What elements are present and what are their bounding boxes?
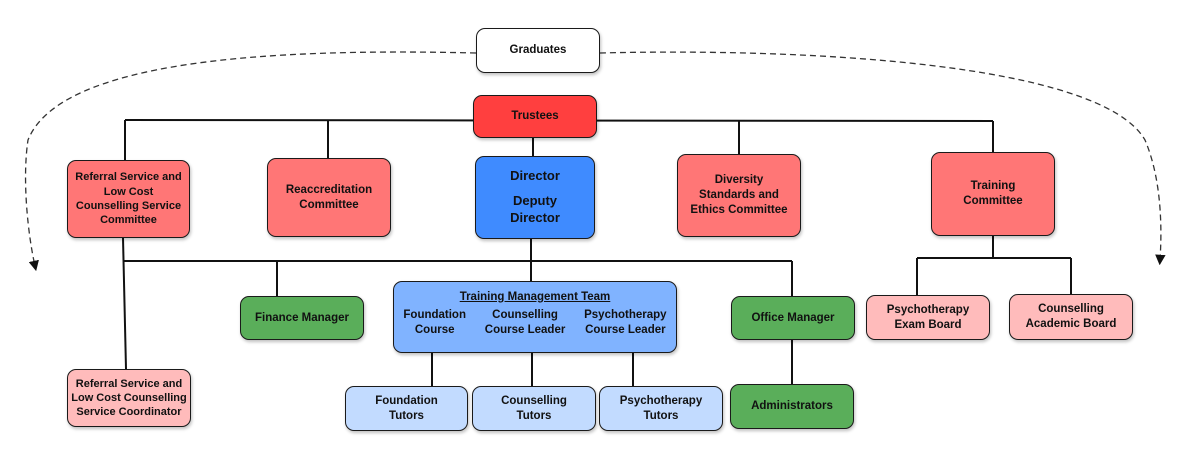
label-line: Course Leader xyxy=(484,323,566,336)
director-label: Director xyxy=(510,168,560,184)
label-line: Office Manager xyxy=(751,311,835,324)
label-line: Low Cost Counselling xyxy=(71,391,187,404)
label-line: Committee xyxy=(299,198,359,211)
finance-manager-node: Finance Manager xyxy=(240,296,364,340)
label-line: Referral Service and xyxy=(75,377,183,390)
label-line: Psychotherapy xyxy=(619,394,703,407)
graduates-node: Graduates xyxy=(476,28,600,73)
label-line: Counselling xyxy=(1038,303,1104,316)
label-line: Director xyxy=(510,209,560,225)
label-line: Counselling xyxy=(501,394,567,407)
label-line: Training xyxy=(970,180,1016,193)
label-line: Diversity xyxy=(714,174,764,187)
label-line: Tutors xyxy=(516,409,552,422)
label-line: Foundation xyxy=(403,308,466,321)
label-line: Administrators xyxy=(751,400,833,413)
dashed-arrow-left xyxy=(24,51,477,272)
label-line: Course Leader xyxy=(585,323,666,336)
label-line: Deputy xyxy=(512,193,558,209)
trustees-node: Trustees xyxy=(473,95,597,138)
label-line: Foundation xyxy=(375,394,438,407)
office-manager-node: Office Manager xyxy=(731,296,855,340)
label-line: Exam Board xyxy=(894,318,962,331)
label-line: Tutors xyxy=(389,409,424,422)
label-line: Psychotherapy xyxy=(886,303,970,316)
label-line: Academic Board xyxy=(1025,318,1117,330)
label-line: Service Coordinator xyxy=(76,406,182,419)
label-line: Ethics Committee xyxy=(690,203,788,216)
label-line: Graduates xyxy=(509,44,567,57)
tmt-title: Training Management Team xyxy=(459,291,611,303)
label-line: Committee xyxy=(963,195,1023,207)
label-line: Tutors xyxy=(643,409,679,422)
connector-referral-to-coordinator xyxy=(122,237,127,370)
label-line: Psychotherapy xyxy=(584,308,667,321)
label-line: Committee xyxy=(100,214,157,227)
label-line: Counselling xyxy=(492,308,558,321)
label-line: Low Cost xyxy=(103,185,154,198)
dashed-arrow-right xyxy=(599,51,1166,266)
label-line: Counselling Service xyxy=(75,200,182,212)
label-line: Standards and xyxy=(699,189,779,202)
label-line: Reaccreditation xyxy=(285,183,373,196)
label-line: Course xyxy=(414,323,455,336)
label-line: Trustees xyxy=(511,110,559,123)
administrators-node: Administrators xyxy=(730,384,854,429)
label-line: Finance Manager xyxy=(255,311,349,324)
label-line: Referral Service and xyxy=(75,171,182,184)
